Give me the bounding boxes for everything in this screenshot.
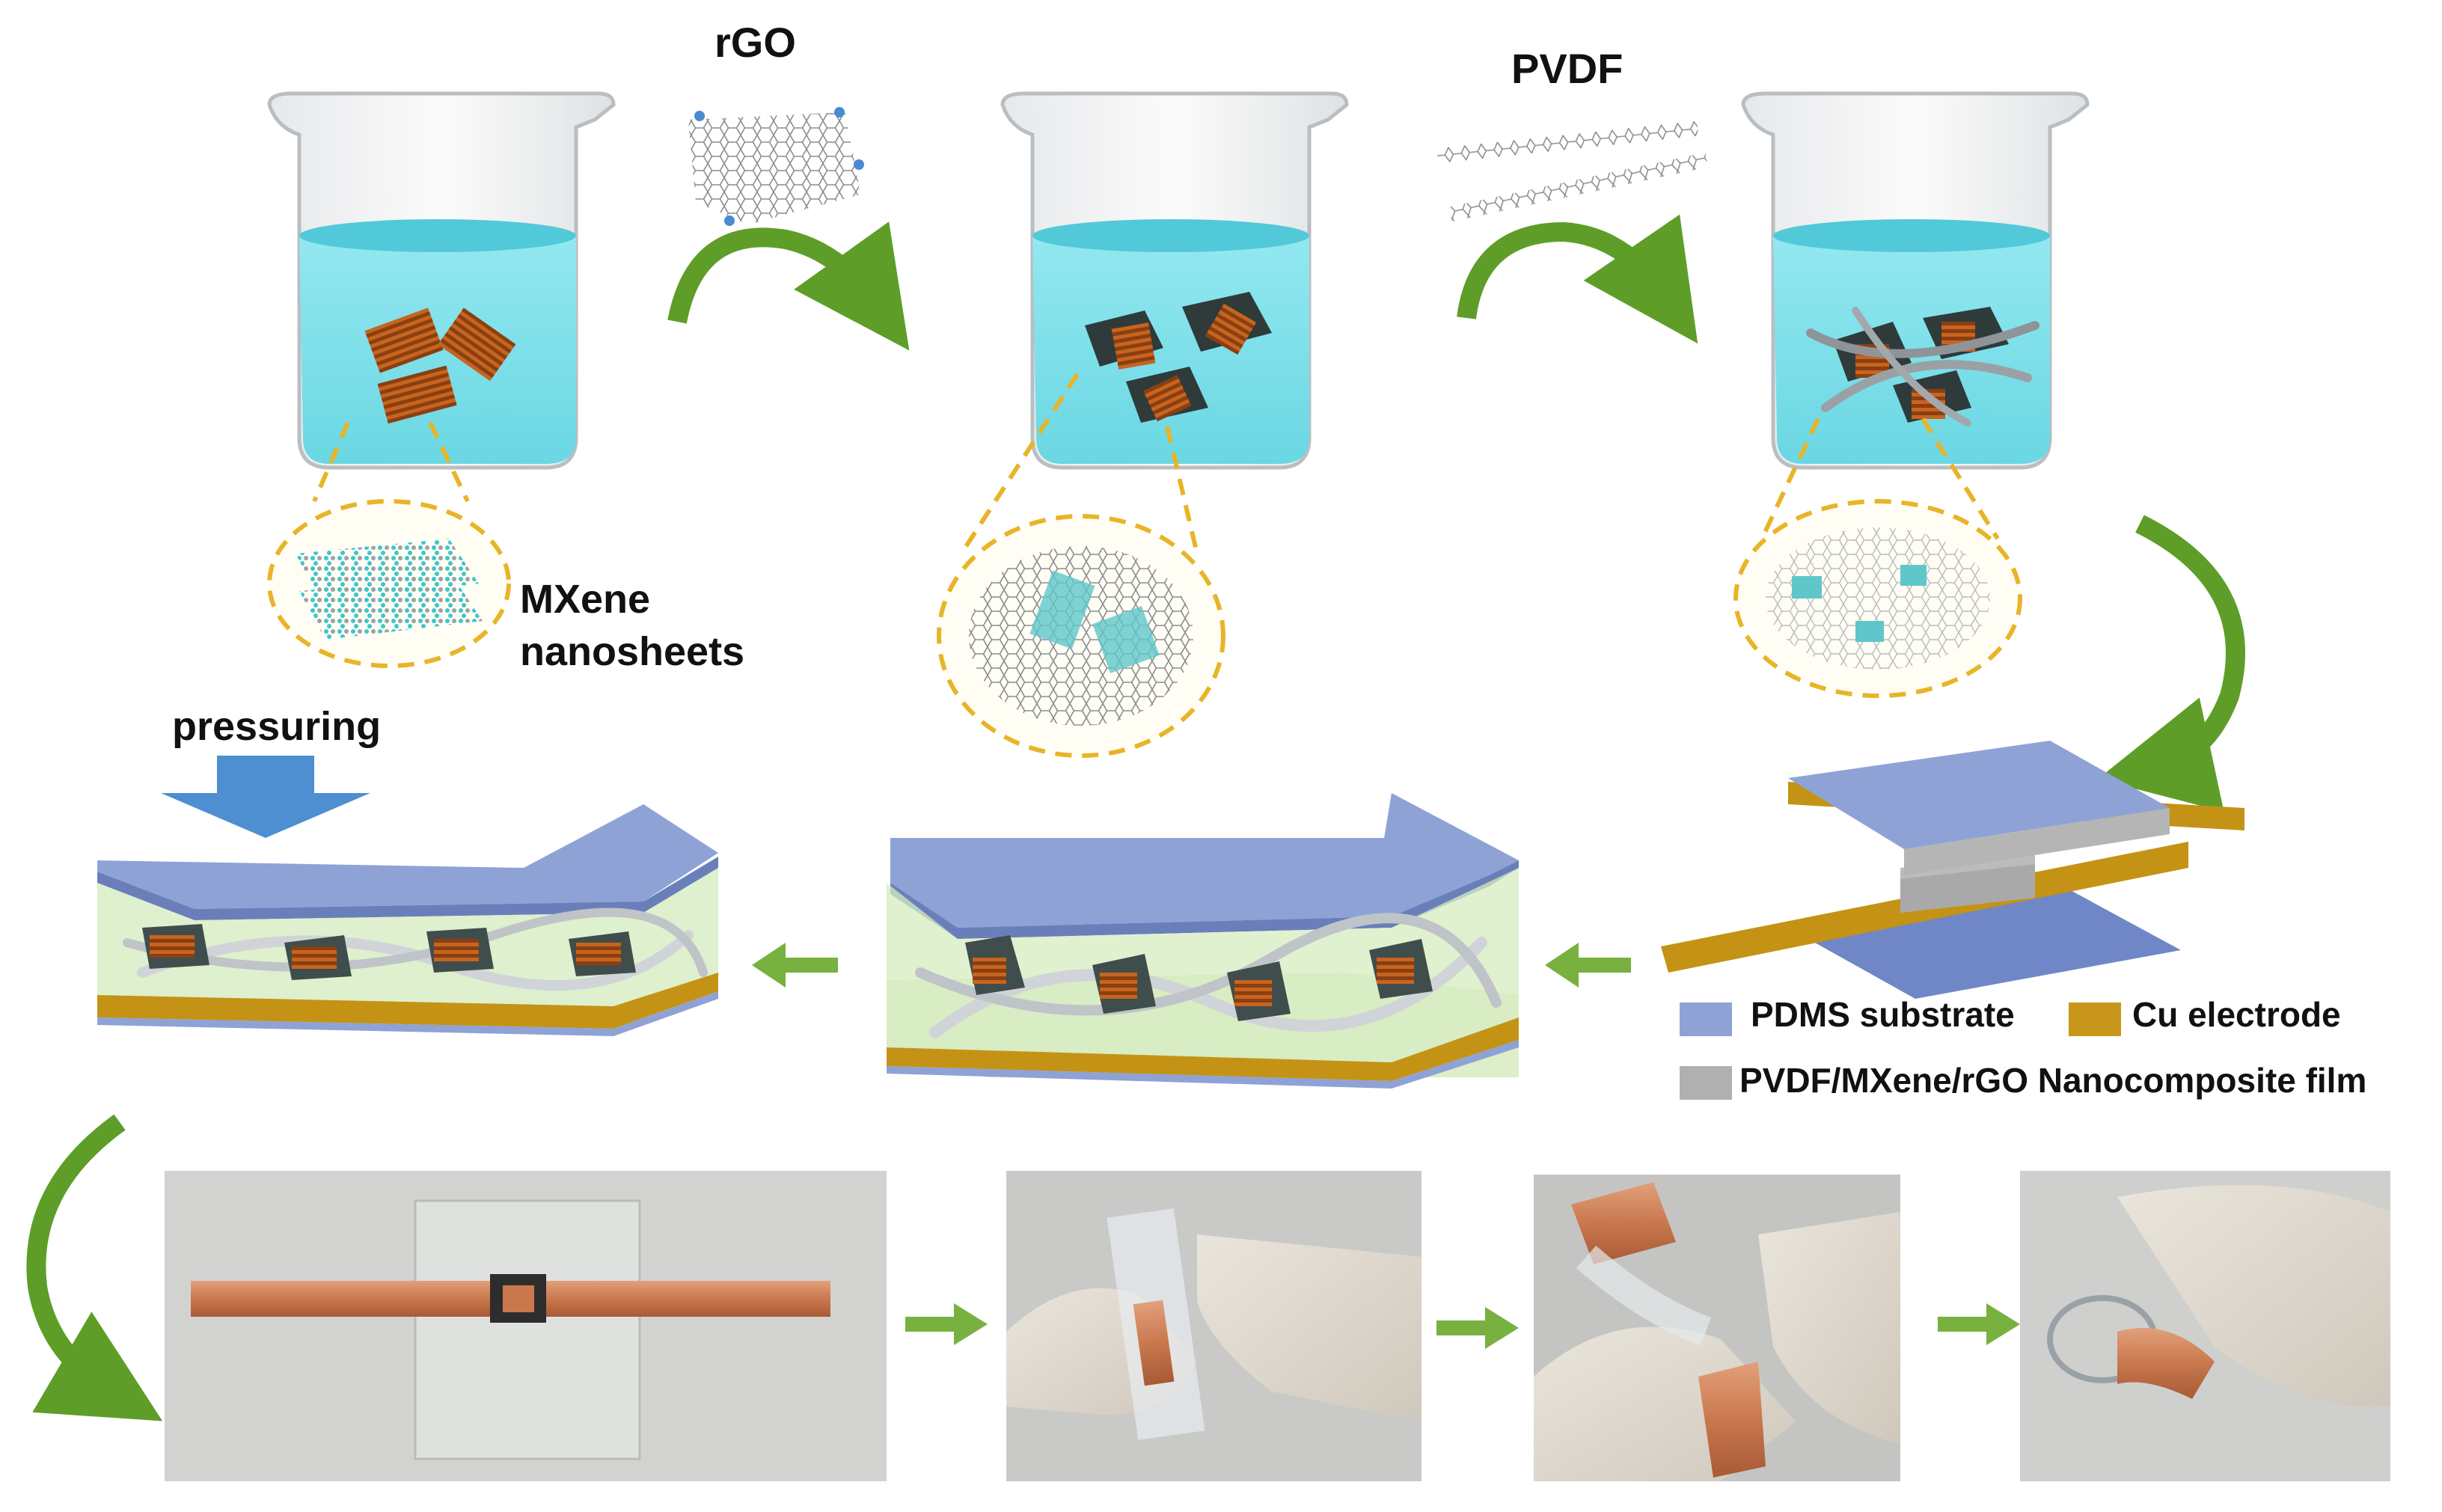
right-arrow-icon	[1938, 1303, 2020, 1345]
curved-arrow-icon	[667, 221, 910, 351]
curved-arrow-icon	[1457, 214, 1698, 344]
layered-film-middle	[887, 793, 1519, 1089]
layered-film-pressed	[97, 804, 718, 1036]
legend-pdms-swatch	[1680, 1003, 1732, 1036]
rgo-molecule	[688, 107, 864, 226]
beaker-mxene	[267, 91, 616, 470]
zoom-composite	[1733, 417, 2022, 698]
beaker-pvdf-mxene-rgo	[1741, 91, 2090, 470]
right-arrow-icon	[905, 1303, 988, 1345]
photo-bent-2	[1534, 1175, 1900, 1481]
mxene-label-line2: nanosheets	[520, 629, 745, 674]
legend-film-swatch	[1680, 1066, 1732, 1100]
pvdf-label: PVDF	[1511, 45, 1624, 92]
mxene-rgo-flakes	[1085, 292, 1272, 423]
zoom-mxene-rgo	[937, 373, 1225, 758]
zoom-mxene	[267, 421, 511, 668]
mxene-flakes	[364, 307, 516, 424]
legend-cu-label: Cu electrode	[2132, 995, 2341, 1034]
mxene-label-line1: MXene	[520, 577, 651, 622]
pressuring-label: pressuring	[172, 704, 382, 749]
right-arrow-icon	[1545, 943, 1631, 988]
down-arrow-icon	[161, 756, 370, 838]
curved-arrow-icon	[26, 1114, 163, 1421]
photo-flat-device	[165, 1171, 887, 1481]
legend-film-label: PVDF/MXene/rGO Nanocomposite film	[1739, 1061, 2367, 1100]
rgo-label: rGO	[714, 19, 796, 66]
photo-rolled	[2020, 1171, 2390, 1481]
legend-pdms-label: PDMS substrate	[1751, 995, 2015, 1034]
photo-bent-1	[1006, 1171, 1422, 1481]
beaker-mxene-rgo	[1000, 91, 1349, 470]
right-arrow-icon	[1436, 1307, 1519, 1349]
composite-flakes	[1806, 307, 2039, 426]
legend-cu-swatch	[2069, 1003, 2121, 1036]
pvdf-chains	[1436, 120, 1709, 222]
device-assembly	[1661, 741, 2244, 999]
curved-arrow-icon	[2097, 515, 2245, 812]
right-arrow-icon	[752, 943, 838, 988]
